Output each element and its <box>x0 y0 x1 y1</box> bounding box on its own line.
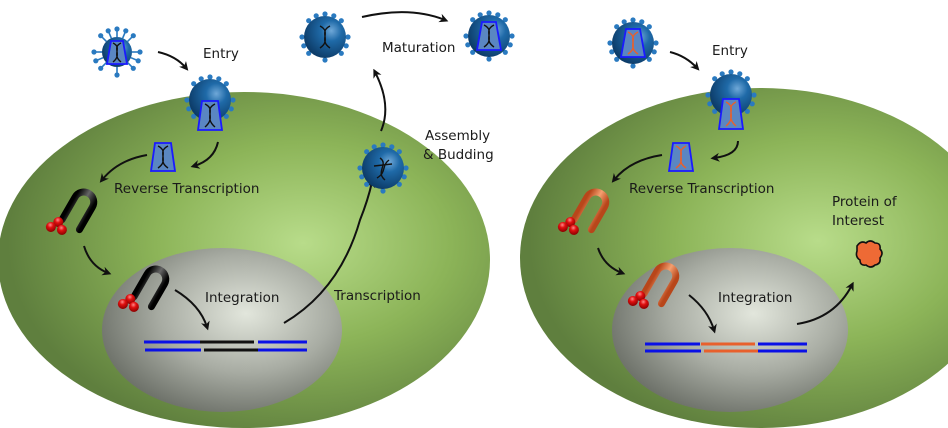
arrow-maturation <box>361 11 449 23</box>
label-transcription: Transcription <box>333 288 421 304</box>
protein-of-interest-icon <box>855 240 883 268</box>
arrow-release <box>373 68 387 132</box>
label-protein-line1: Protein of <box>832 194 898 210</box>
arrow-entry-right <box>669 51 700 71</box>
left-panel: Entry Reverse Transcription <box>0 9 516 428</box>
label-reverse-transcription-right: Reverse Transcription <box>629 181 774 197</box>
nucleus-right <box>612 248 848 412</box>
label-integration: Integration <box>205 290 279 306</box>
virion-free <box>90 25 144 79</box>
integrated-provirus <box>144 340 307 352</box>
viral-dna-complex <box>45 188 98 235</box>
arrow-entry <box>157 51 189 71</box>
arrow-integration <box>174 289 210 331</box>
arrow-nuclear-import <box>83 245 112 276</box>
arrow-transcription <box>283 178 376 324</box>
integrated-transgene <box>645 342 807 353</box>
vector-capsid <box>667 142 695 172</box>
virion-mature <box>462 9 516 63</box>
label-entry-right: Entry <box>712 43 748 59</box>
virion-immature <box>298 10 352 64</box>
capsid <box>149 142 177 172</box>
virion-budding <box>356 141 410 195</box>
vector-dna-complex <box>557 188 610 235</box>
viral-dna-complex-nuclear <box>117 265 170 312</box>
right-panel: Entry Reverse Transcription Integra <box>520 16 948 428</box>
vector-virion-free <box>606 16 660 70</box>
arrow-rt <box>99 154 148 183</box>
arrow-rt-right <box>611 154 663 183</box>
arrow-uncoat-right <box>710 140 739 162</box>
arrow-nuclear-import-right <box>597 247 626 276</box>
label-budding: & Budding <box>423 147 494 163</box>
vector-virion-entering <box>704 68 758 130</box>
virion-entering <box>183 73 237 131</box>
label-protein-line2: Interest <box>832 213 884 229</box>
label-maturation: Maturation <box>382 40 455 56</box>
arrow-uncoat <box>190 141 219 169</box>
vector-dna-complex-nuclear <box>627 262 680 309</box>
label-entry: Entry <box>203 46 239 62</box>
arrow-integration-right <box>688 294 717 334</box>
arrow-expression <box>796 281 854 325</box>
label-integration-right: Integration <box>718 290 792 306</box>
label-reverse-transcription: Reverse Transcription <box>114 181 259 197</box>
nucleus <box>102 248 342 412</box>
label-assembly: Assembly <box>425 128 490 144</box>
